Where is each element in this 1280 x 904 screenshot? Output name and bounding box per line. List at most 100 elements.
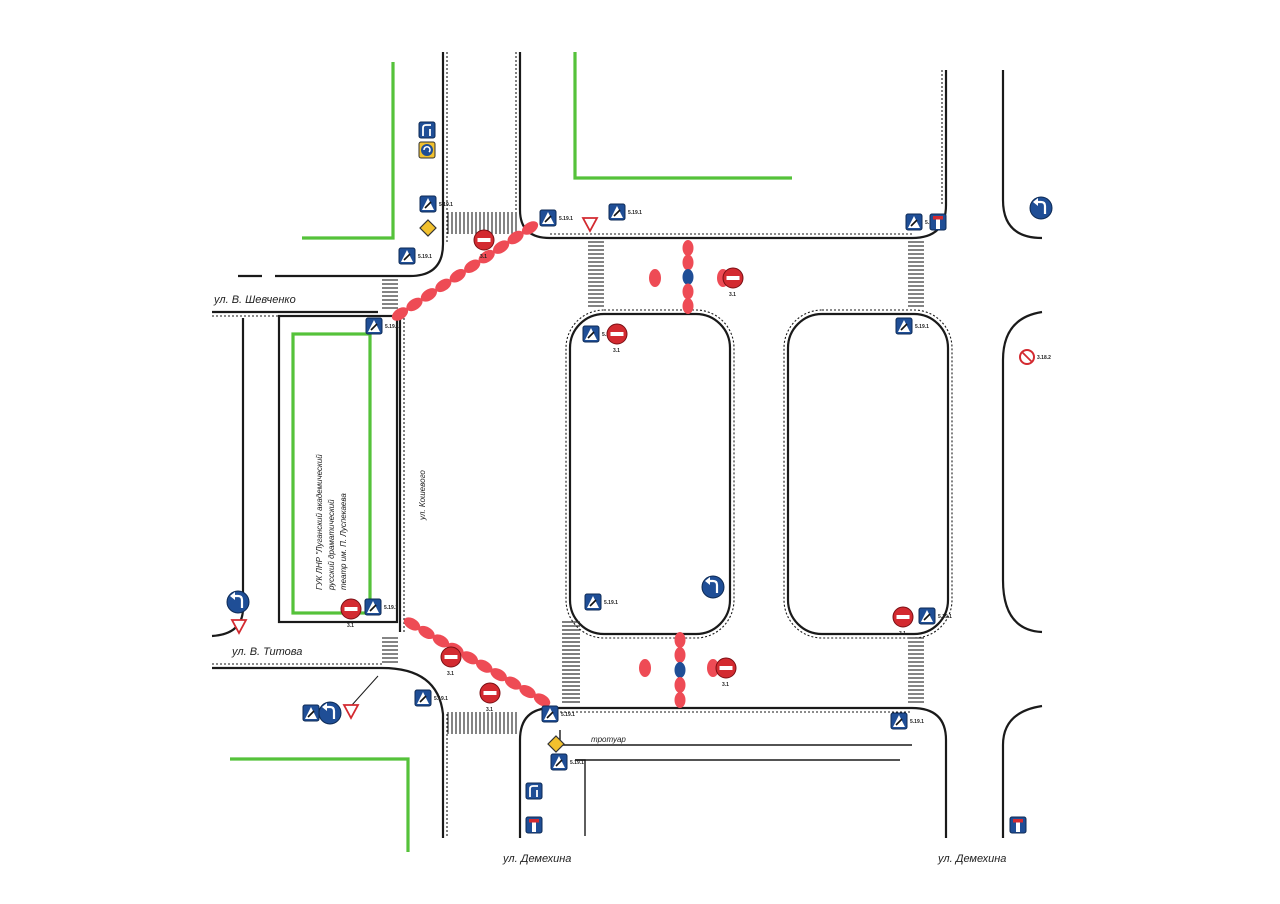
barrier-pillar xyxy=(682,283,694,300)
crosswalk xyxy=(588,241,604,307)
crosswalk xyxy=(908,637,924,703)
barrier-pillar xyxy=(682,254,694,271)
green-zone-top-left xyxy=(302,62,395,240)
barrier-pillar xyxy=(519,684,536,699)
barrier-chain-top-center xyxy=(682,240,694,314)
crosswalk xyxy=(382,279,398,309)
theatre-caption: ГУК ЛНР "Луганский академический русский… xyxy=(315,454,348,591)
svg-text:5.19.1: 5.19.1 xyxy=(628,210,642,216)
roundabout-sign-icon-right xyxy=(1029,196,1053,220)
barrier-pillar xyxy=(682,269,694,285)
theatre-caption-line-3: театр им. П. Луспекаева xyxy=(339,493,348,590)
barrier-pillar xyxy=(490,668,507,682)
crosswalk xyxy=(562,621,580,703)
main-road-sign-icon xyxy=(547,735,565,753)
crosswalk-sign-icon: 5.19.1 xyxy=(895,317,929,335)
main-road-sign-icon xyxy=(419,219,437,237)
roundabout-plate-sign-icon xyxy=(418,141,436,159)
svg-text:5.19.1: 5.19.1 xyxy=(439,202,453,208)
svg-text:5.19.1: 5.19.1 xyxy=(910,719,924,725)
green-zones xyxy=(230,52,792,852)
label-sidewalk: тротуар xyxy=(591,735,626,744)
no-entry-sign-icon: 3.1 xyxy=(892,606,914,637)
crosswalk-sign-icon: 5.19.1 xyxy=(541,705,575,723)
yield-sign-icon xyxy=(230,619,248,635)
svg-text:3.1: 3.1 xyxy=(347,623,354,629)
no-entry-sign-icon: 3.1 xyxy=(479,682,501,713)
no-entry-sign-icon: 3.1 xyxy=(606,323,628,354)
no-entry-sign-icon: 3.1 xyxy=(715,657,737,688)
no-entry-sign-icon: 3.1 xyxy=(722,267,744,298)
barrier-pillar xyxy=(674,692,686,708)
no-entry-sign-icon: 3.1 xyxy=(340,598,362,629)
barrier-pillar xyxy=(403,617,421,631)
svg-text:5.19.1: 5.19.1 xyxy=(385,324,399,330)
barrier-pillar xyxy=(435,278,452,293)
svg-text:3.1: 3.1 xyxy=(722,682,729,688)
bollard xyxy=(639,659,651,677)
barrier-pillar xyxy=(674,677,686,693)
label-titova: ул. В. Титова xyxy=(231,646,302,658)
crosswalk-sign-icon: 5.19.1 xyxy=(414,689,448,707)
no-entry-sign-icon: 3.1 xyxy=(440,646,462,677)
crosswalk xyxy=(908,241,924,307)
label-demekhina-right: ул. Демехина xyxy=(937,853,1006,865)
barrier-pillar xyxy=(432,634,450,648)
barrier-pillar xyxy=(493,240,510,254)
lanes-sign-icon xyxy=(525,782,543,800)
svg-text:3.18.2: 3.18.2 xyxy=(1037,355,1051,361)
barrier-pillar xyxy=(478,249,495,264)
street-labels: ул. В. Шевченко ул. В. Титова ул. Демехи… xyxy=(213,294,1006,865)
svg-text:5.19.1: 5.19.1 xyxy=(559,216,573,222)
crosswalk-sign-icon: 5.19.1 xyxy=(398,247,432,265)
svg-text:3.1: 3.1 xyxy=(729,292,736,298)
svg-text:5.19.1: 5.19.1 xyxy=(604,600,618,606)
barrier-pillar xyxy=(461,651,479,665)
no-left-turn-sign-icon: 3.18.2 xyxy=(1019,349,1051,365)
barrier-chains xyxy=(391,221,729,708)
barrier-pillar xyxy=(521,221,539,235)
crosswalk-sign-icon: 5.19.1 xyxy=(365,317,399,335)
svg-text:3.1: 3.1 xyxy=(447,671,454,677)
barrier-pillar xyxy=(682,298,694,314)
bollard xyxy=(707,659,719,677)
yield-sign-icon xyxy=(581,217,599,233)
svg-text:5.19.1: 5.19.1 xyxy=(915,324,929,330)
theatre-caption-line-2: русский драматический xyxy=(327,499,336,591)
svg-text:5.19.1: 5.19.1 xyxy=(561,712,575,718)
svg-text:5.19.1: 5.19.1 xyxy=(570,760,584,766)
svg-text:5.19.1: 5.19.1 xyxy=(384,605,398,611)
crosswalk-sign-icon: 5.19.1 xyxy=(550,753,584,771)
barrier-chain-top-diagonal xyxy=(391,221,539,321)
crosswalk xyxy=(447,712,517,734)
green-zone-top-center xyxy=(573,52,792,180)
crosswalk xyxy=(447,212,517,234)
dead-end-sign-icon xyxy=(1009,816,1027,834)
svg-text:3.1: 3.1 xyxy=(613,348,620,354)
barrier-pillar xyxy=(406,297,423,312)
dead-end-sign-icon xyxy=(929,213,947,231)
barrier-pillar xyxy=(418,625,435,640)
label-koshevogo: ул. Кошевого xyxy=(418,470,427,521)
bollard xyxy=(649,269,661,287)
crosswalk-sign-icon: 5.19.1 xyxy=(364,598,398,616)
crosswalk-sign-icon: 5.19.1 xyxy=(608,203,642,221)
svg-text:5.19.1: 5.19.1 xyxy=(938,614,952,620)
crosswalk-sign-icon: 5.19.1 xyxy=(890,712,924,730)
crosswalk-sign-icon: 5.19.1 xyxy=(918,607,952,625)
crosswalks xyxy=(382,212,924,734)
barrier-pillar xyxy=(533,693,551,707)
barrier-pillar xyxy=(475,659,493,673)
barrier-pillar xyxy=(674,632,686,648)
green-zone-bottom-left xyxy=(230,757,410,852)
roundabout-sign-icon-center xyxy=(701,575,725,599)
barrier-pillar xyxy=(449,269,466,283)
label-demekhina-left: ул. Демехина xyxy=(502,853,571,865)
no-entry-sign-icon: 3.1 xyxy=(473,229,495,260)
theatre-caption-line-1: ГУК ЛНР "Луганский академический xyxy=(315,454,324,590)
roundabout-sign-icon-bottom xyxy=(318,701,342,725)
svg-text:5.19.1: 5.19.1 xyxy=(418,254,432,260)
roundabout-sign-icon-left xyxy=(226,590,250,614)
svg-text:3.1: 3.1 xyxy=(486,707,493,713)
